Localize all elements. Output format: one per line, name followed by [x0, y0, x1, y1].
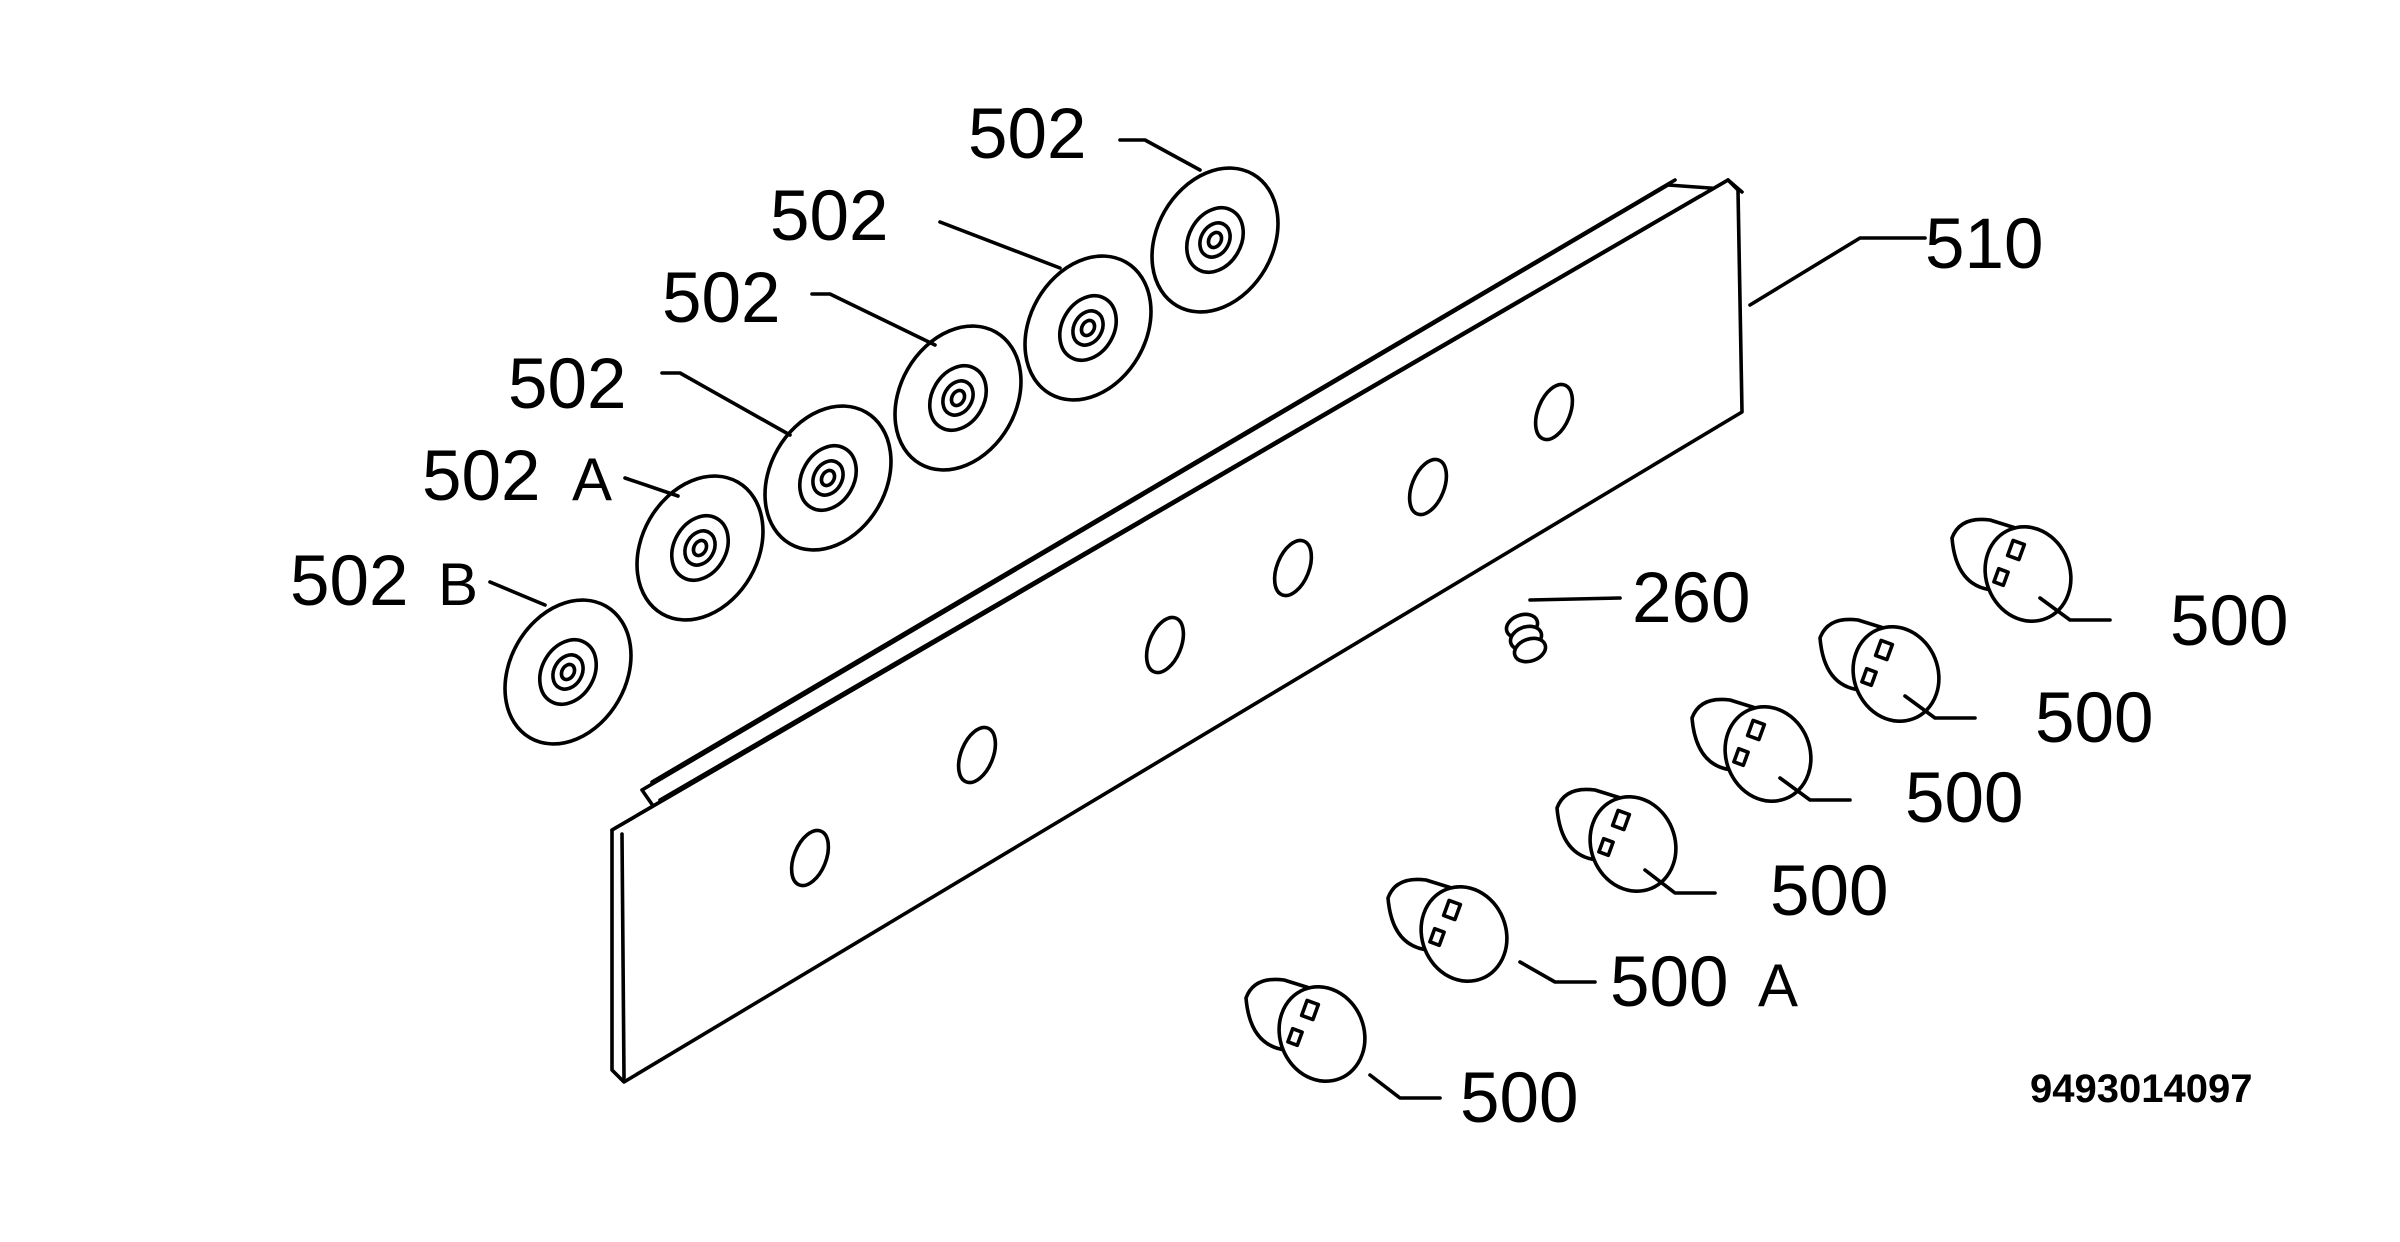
label-bezel-b-suffix: B — [438, 551, 478, 618]
label-bezel-a-suffix: A — [572, 446, 612, 513]
panel-hole — [1407, 457, 1449, 517]
control-panel — [610, 178, 1744, 1084]
bezel-502-2 — [1023, 254, 1153, 402]
label-knob-a-suffix: A — [1758, 952, 1798, 1019]
label-knob-6: 500 — [1460, 1059, 1578, 1138]
bezel-502-top — [1150, 166, 1280, 314]
panel-hole — [956, 725, 998, 785]
label-bezel-b: 502 — [290, 542, 408, 621]
spring-260 — [1504, 612, 1548, 664]
label-bezel-4: 502 — [508, 345, 626, 424]
label-bezel-a: 502 — [422, 437, 540, 516]
bezel-502-3 — [893, 324, 1023, 472]
panel-hole — [1533, 382, 1575, 442]
knob-500-3 — [1690, 697, 1813, 804]
label-knob-a: 500 — [1610, 943, 1728, 1022]
document-number: 9493014097 — [2030, 1067, 2252, 1111]
label-panel: 510 — [1925, 205, 2043, 284]
label-knob-4: 500 — [1770, 852, 1888, 931]
knob-500-2 — [1818, 617, 1941, 724]
panel-hole — [789, 828, 831, 888]
label-bezel-3: 502 — [662, 259, 780, 338]
bezel-502a — [635, 474, 765, 622]
label-knob-2: 500 — [2035, 679, 2153, 758]
knob-500a — [1386, 877, 1509, 984]
label-knob-3: 500 — [1905, 759, 2023, 838]
label-bezel-top: 502 — [968, 95, 1086, 174]
label-spring: 260 — [1632, 559, 1750, 638]
leader-lines — [488, 138, 2112, 1100]
label-knob-1: 500 — [2170, 582, 2288, 661]
panel-hole — [1272, 538, 1314, 598]
panel-hole — [1144, 615, 1186, 675]
knob-500-6 — [1244, 977, 1367, 1084]
label-bezel-2: 502 — [770, 177, 888, 256]
knob-500-4 — [1555, 787, 1678, 894]
bezel-502b — [503, 598, 633, 746]
bezel-502-4 — [763, 404, 893, 552]
knob-500-1 — [1950, 517, 2073, 624]
